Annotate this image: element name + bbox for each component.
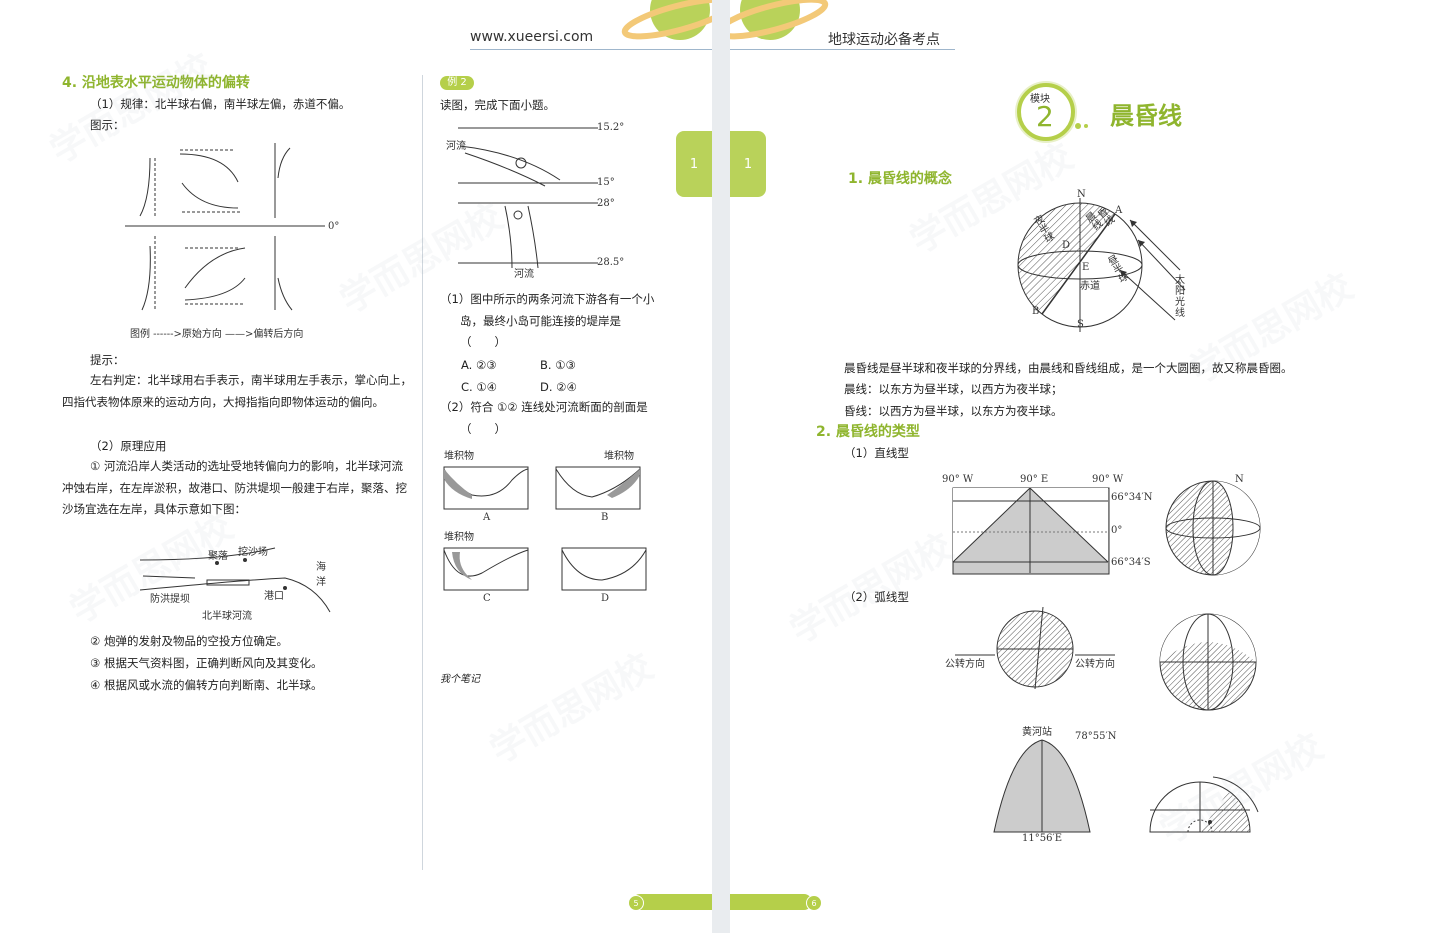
straight-terminator-map bbox=[952, 487, 1110, 575]
rule-text: （1）规律：北半球右偏，南半球左偏，赤道不偏。 bbox=[90, 97, 351, 111]
type-arc-label: （2）弧线型 bbox=[844, 590, 909, 604]
section-c-label: C bbox=[483, 593, 491, 604]
cross-section-diagrams bbox=[443, 466, 647, 591]
globe-d-label: D bbox=[1062, 240, 1071, 251]
sediment-label-b: 堆积物 bbox=[604, 451, 634, 462]
globe-b-label: B bbox=[1032, 306, 1040, 317]
q1-option-a[interactable]: A. ②③ bbox=[461, 358, 497, 372]
section-4-title: 4. 沿地表水平运动物体的偏转 bbox=[62, 75, 250, 91]
section-2-title: 2. 晨昏线的类型 bbox=[816, 424, 920, 440]
definition-2: 晨线：以东方为昼半球，以西方为夜半球； bbox=[844, 382, 1063, 396]
example-intro: 读图，完成下面小题。 bbox=[440, 98, 555, 112]
dam-label: 防洪提坝 bbox=[150, 594, 190, 605]
header-rule bbox=[470, 49, 712, 50]
sun-rays-label: 太阳光线 bbox=[1175, 275, 1185, 319]
module-title: 晨昏线 bbox=[1110, 102, 1182, 130]
footer-bar-left bbox=[632, 894, 712, 910]
river-caption: 北半球河流 bbox=[202, 611, 252, 622]
sea-label: 海洋 bbox=[316, 562, 326, 588]
globe-north-label: N bbox=[1235, 474, 1244, 485]
revolution-label-2: 公转方向 bbox=[1075, 659, 1115, 670]
q1-option-d[interactable]: D. ②④ bbox=[540, 380, 577, 394]
notes-label: 我个笔记 bbox=[440, 674, 480, 685]
type-straight-label: （1）直线型 bbox=[844, 446, 909, 460]
deflection-diagram bbox=[125, 143, 325, 311]
planet-logo-icon-right bbox=[730, 0, 829, 40]
left-page: www.xueersi.com 4. 沿地表水平运动物体的偏转 （1）规律：北半… bbox=[0, 0, 712, 933]
revolution-label-1: 公转方向 bbox=[945, 659, 985, 670]
diagram-label: 图示： bbox=[90, 118, 125, 132]
station-latitude: 78°55′N bbox=[1075, 731, 1117, 742]
globe-e-label: E bbox=[1082, 262, 1090, 273]
map-66n: 66°34′N bbox=[1111, 492, 1153, 503]
zero-degree-label: 0° bbox=[328, 221, 340, 232]
terminator-globe-diagram bbox=[1017, 198, 1186, 332]
globe-s-label: S bbox=[1077, 319, 1084, 330]
header-rule-right bbox=[730, 49, 955, 50]
sediment-label-a: 堆积物 bbox=[444, 451, 474, 462]
chapter-tab-left[interactable]: 1 bbox=[676, 131, 712, 197]
globe-n-label: N bbox=[1077, 189, 1086, 200]
map-90w-left: 90° W bbox=[942, 474, 974, 485]
lat-28-5: 28.5° bbox=[597, 257, 625, 268]
chapter-tab-right[interactable]: 1 bbox=[730, 131, 766, 197]
q1-option-c[interactable]: C. ①④ bbox=[461, 380, 497, 394]
sediment-label-c: 堆积物 bbox=[444, 532, 474, 543]
section-b-label: B bbox=[601, 512, 609, 523]
planet-logo-icon bbox=[621, 0, 712, 40]
lat-15-2: 15.2° bbox=[597, 122, 625, 133]
page-number-left: 5 bbox=[628, 895, 644, 911]
site-url[interactable]: www.xueersi.com bbox=[470, 29, 594, 45]
map-90e: 90° E bbox=[1020, 474, 1049, 485]
lat-28: 28° bbox=[597, 198, 615, 209]
right-page: 地球运动必备考点 1 模块 2 晨昏线 1. 晨昏线的概念 N S A B D … bbox=[730, 0, 1441, 933]
apply-1: ① 河流沿岸人类活动的选址受地转偏向力的影响，北半球河流冲蚀右岸，在左岸淤积，故… bbox=[62, 459, 407, 516]
apply-3: ③ 根据天气资料图，正确判断风向及其变化。 bbox=[90, 656, 323, 670]
station-longitude: 11°56′E bbox=[1022, 833, 1063, 844]
module-badge-icon bbox=[1015, 81, 1088, 143]
apply-title: （2）原理应用 bbox=[90, 439, 167, 453]
river-latitude-diagram bbox=[458, 127, 598, 269]
port-label: 港口 bbox=[264, 591, 284, 602]
map-90w-right: 90° W bbox=[1092, 474, 1124, 485]
module-number: 2 bbox=[1036, 100, 1054, 133]
question-1: （1）图中所示的两条河流下游各有一个小岛，最终小岛可能连接的堤岸是（ ） bbox=[440, 292, 655, 349]
apply-4: ④ 根据风或水流的偏转方向判断南、北半球。 bbox=[90, 678, 323, 692]
footer-bar-right bbox=[730, 894, 812, 910]
map-66s: 66°34′S bbox=[1111, 557, 1151, 568]
arc-globe-diagram-1 bbox=[955, 606, 1115, 690]
apply-2: ② 炮弹的发射及物品的空投方位确定。 bbox=[90, 634, 288, 648]
yellow-river-station-diagram bbox=[993, 739, 1091, 833]
section-d-label: D bbox=[601, 593, 610, 604]
module-label: 模块 bbox=[1030, 94, 1050, 105]
example-badge: 例 2 bbox=[440, 76, 474, 90]
header-title: 地球运动必备考点 bbox=[828, 32, 940, 48]
page-gutter bbox=[712, 0, 730, 933]
polar-view-diagram bbox=[1149, 776, 1259, 833]
hint-label: 提示： bbox=[90, 353, 125, 367]
straight-globe-diagram bbox=[1165, 480, 1261, 576]
definition-3: 昏线：以西方为昼半球，以东方为夜半球。 bbox=[844, 404, 1063, 418]
page-number-right: 6 bbox=[806, 895, 822, 911]
q1-option-b[interactable]: B. ①③ bbox=[540, 358, 576, 372]
sand-label: 挖沙场 bbox=[238, 547, 268, 558]
definition-1: 晨昏线是昼半球和夜半球的分界线，由晨线和昏线组成，是一个大圆圈，故又称晨昏圈。 bbox=[844, 361, 1293, 375]
river-label-bottom: 河流 bbox=[514, 269, 534, 280]
arc-globe-diagram-2 bbox=[1159, 613, 1257, 711]
globe-a-label: A bbox=[1115, 205, 1123, 216]
map-equator: 0° bbox=[1111, 525, 1123, 536]
question-2: （2）符合 ①② 连线处河流断面的剖面是（ ） bbox=[440, 400, 648, 436]
village-label: 聚落 bbox=[208, 551, 228, 562]
lat-15: 15° bbox=[597, 177, 615, 188]
section-1-title: 1. 晨昏线的概念 bbox=[848, 171, 952, 187]
section-a-label: A bbox=[483, 512, 491, 523]
column-divider bbox=[422, 75, 423, 870]
river-diagram bbox=[139, 547, 331, 613]
legend-text: 图例 ------>原始方向 ——>偏转后方向 bbox=[130, 329, 304, 340]
globe-equator-label: 赤道 bbox=[1080, 281, 1100, 292]
hint-text: 左右判定：北半球用右手表示，南半球用左手表示，掌心向上，四指代表物体原来的运动方… bbox=[62, 373, 412, 409]
station-label: 黄河站 bbox=[1022, 727, 1052, 738]
river-label-top: 河流 bbox=[446, 141, 466, 152]
